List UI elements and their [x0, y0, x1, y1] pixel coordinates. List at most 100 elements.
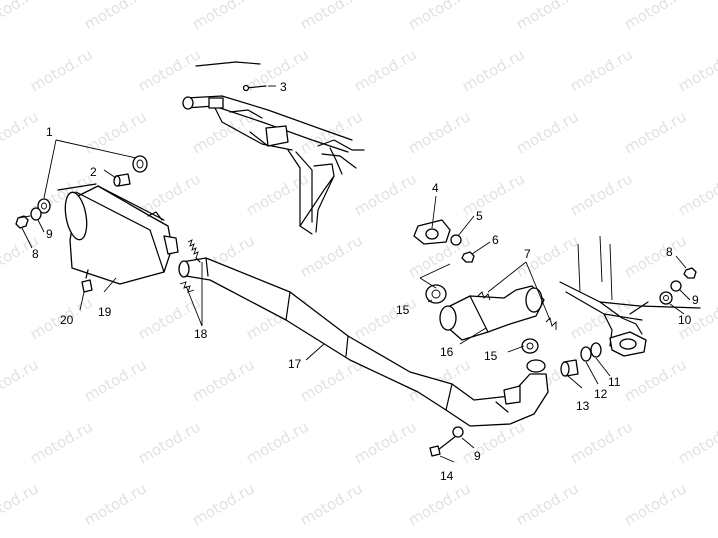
watermark-text: motod.ru — [81, 479, 150, 529]
watermark-text: motod.ru — [81, 0, 150, 33]
washer-9-left — [30, 207, 42, 221]
watermark-text: motod.ru — [135, 169, 204, 219]
watermark-text: motod.ru — [243, 169, 312, 219]
watermark-text: motod.ru — [621, 479, 690, 529]
watermark-text: motod.ru — [189, 479, 258, 529]
watermark-text: motod.ru — [297, 231, 366, 281]
nut-6 — [461, 251, 475, 263]
watermark-text: motod.ru — [243, 417, 312, 467]
callout-9-left: 9 — [46, 227, 53, 241]
callout-1: 1 — [46, 125, 53, 139]
right-frame-bracket — [559, 235, 701, 357]
callout-11: 11 — [608, 375, 621, 389]
watermark-text: motod.ru — [189, 0, 258, 33]
watermark-text: motod.ru — [0, 355, 42, 405]
callout-10: 10 — [678, 313, 692, 327]
grommet-1-left — [37, 198, 51, 214]
grommet-10 — [659, 291, 673, 305]
bolt-14 — [429, 435, 457, 457]
callout-19: 19 — [98, 305, 112, 319]
watermark-text: motod.ru — [351, 293, 420, 343]
watermark-text: motod.ru — [513, 107, 582, 157]
watermark-text: motod.ru — [675, 417, 718, 467]
muffler — [57, 183, 179, 285]
callout-15-right: 15 — [484, 349, 498, 363]
callout-20: 20 — [60, 313, 74, 327]
washer-9-right — [670, 280, 682, 292]
callout-9-right: 9 — [692, 293, 699, 307]
watermark-text: motod.ru — [0, 0, 42, 33]
watermark-text: motod.ru — [189, 107, 258, 157]
watermark-text: motod.ru — [243, 45, 312, 95]
watermark-text: motod.ru — [0, 107, 42, 157]
callout-labels: 1 2 3 4 5 6 7 8 8 9 9 9 10 11 12 13 14 1… — [32, 80, 699, 483]
watermark-text: motod.ru — [513, 479, 582, 529]
watermark-text: motod.ru — [621, 107, 690, 157]
callout-4: 4 — [432, 181, 439, 195]
watermark-text: motod.ru — [621, 231, 690, 281]
watermark-text: motod.ru — [567, 417, 636, 467]
callout-8-right: 8 — [666, 245, 673, 259]
bolt-20 — [81, 269, 93, 293]
callout-8-left: 8 — [32, 247, 39, 261]
grommet-1 — [132, 155, 148, 173]
watermark-text: motod.ru — [27, 45, 96, 95]
spacer-13 — [560, 359, 579, 377]
watermark-text: motod.ru — [405, 0, 474, 33]
callout-16: 16 — [440, 345, 454, 359]
watermark-text: motod.ru — [135, 45, 204, 95]
callout-15-left: 15 — [396, 303, 410, 317]
callout-13: 13 — [576, 399, 590, 413]
springs — [179, 239, 201, 293]
watermark-text: motod.ru — [567, 169, 636, 219]
y-pipe-16 — [439, 285, 545, 341]
watermark-text: motod.ru — [675, 45, 718, 95]
spacer-2 — [113, 173, 131, 187]
flange-4 — [413, 219, 451, 245]
watermark-text: motod.ru — [405, 107, 474, 157]
callout-2: 2 — [90, 165, 97, 179]
callout-7: 7 — [524, 247, 531, 261]
seal-15-left — [425, 284, 447, 304]
callout-14: 14 — [440, 469, 454, 483]
watermark-text: motod.ru — [513, 0, 582, 33]
callout-6: 6 — [492, 233, 499, 247]
seal-15-right — [521, 338, 539, 354]
callout-12: 12 — [594, 387, 608, 401]
callout-3: 3 — [280, 80, 287, 94]
exhaust-pipe — [178, 257, 549, 427]
nut-8-left — [15, 215, 29, 229]
watermark-text: motod.ru — [351, 45, 420, 95]
watermark-text: motod.ru — [189, 355, 258, 405]
callout-18: 18 — [194, 327, 208, 341]
nut-8-right — [683, 267, 697, 279]
watermark-text: motod.ru — [0, 479, 42, 529]
springs-7 — [477, 261, 557, 330]
watermark-text: motod.ru — [621, 0, 690, 33]
callout-9-bottom: 9 — [474, 449, 481, 463]
callout-5: 5 — [476, 209, 483, 223]
watermark-text: motod.ru — [27, 417, 96, 467]
watermark-text: motod.ru — [567, 45, 636, 95]
watermark-text: motod.ru — [621, 355, 690, 405]
watermark-text: motod.ru — [405, 479, 474, 529]
washer-9-bottom — [452, 426, 464, 438]
watermark-text: motod.ru — [135, 417, 204, 467]
chassis-frame — [182, 61, 365, 235]
watermark-text: motod.ru — [297, 479, 366, 529]
watermark-text: motod.ru — [81, 355, 150, 405]
watermark-text: motod.ru — [297, 0, 366, 33]
callout-17: 17 — [288, 357, 302, 371]
bolt-3 — [242, 84, 267, 92]
leader-lines — [17, 85, 691, 463]
washer-12 — [580, 346, 592, 362]
washer-5 — [450, 234, 462, 246]
watermark-text: motod.ru — [675, 169, 718, 219]
watermark-text: motod.ru — [81, 107, 150, 157]
washer-11 — [590, 342, 602, 358]
watermark-text: motod.ru — [459, 45, 528, 95]
watermark-text: motod.ru — [351, 169, 420, 219]
watermark-text: motod.ru — [459, 169, 528, 219]
